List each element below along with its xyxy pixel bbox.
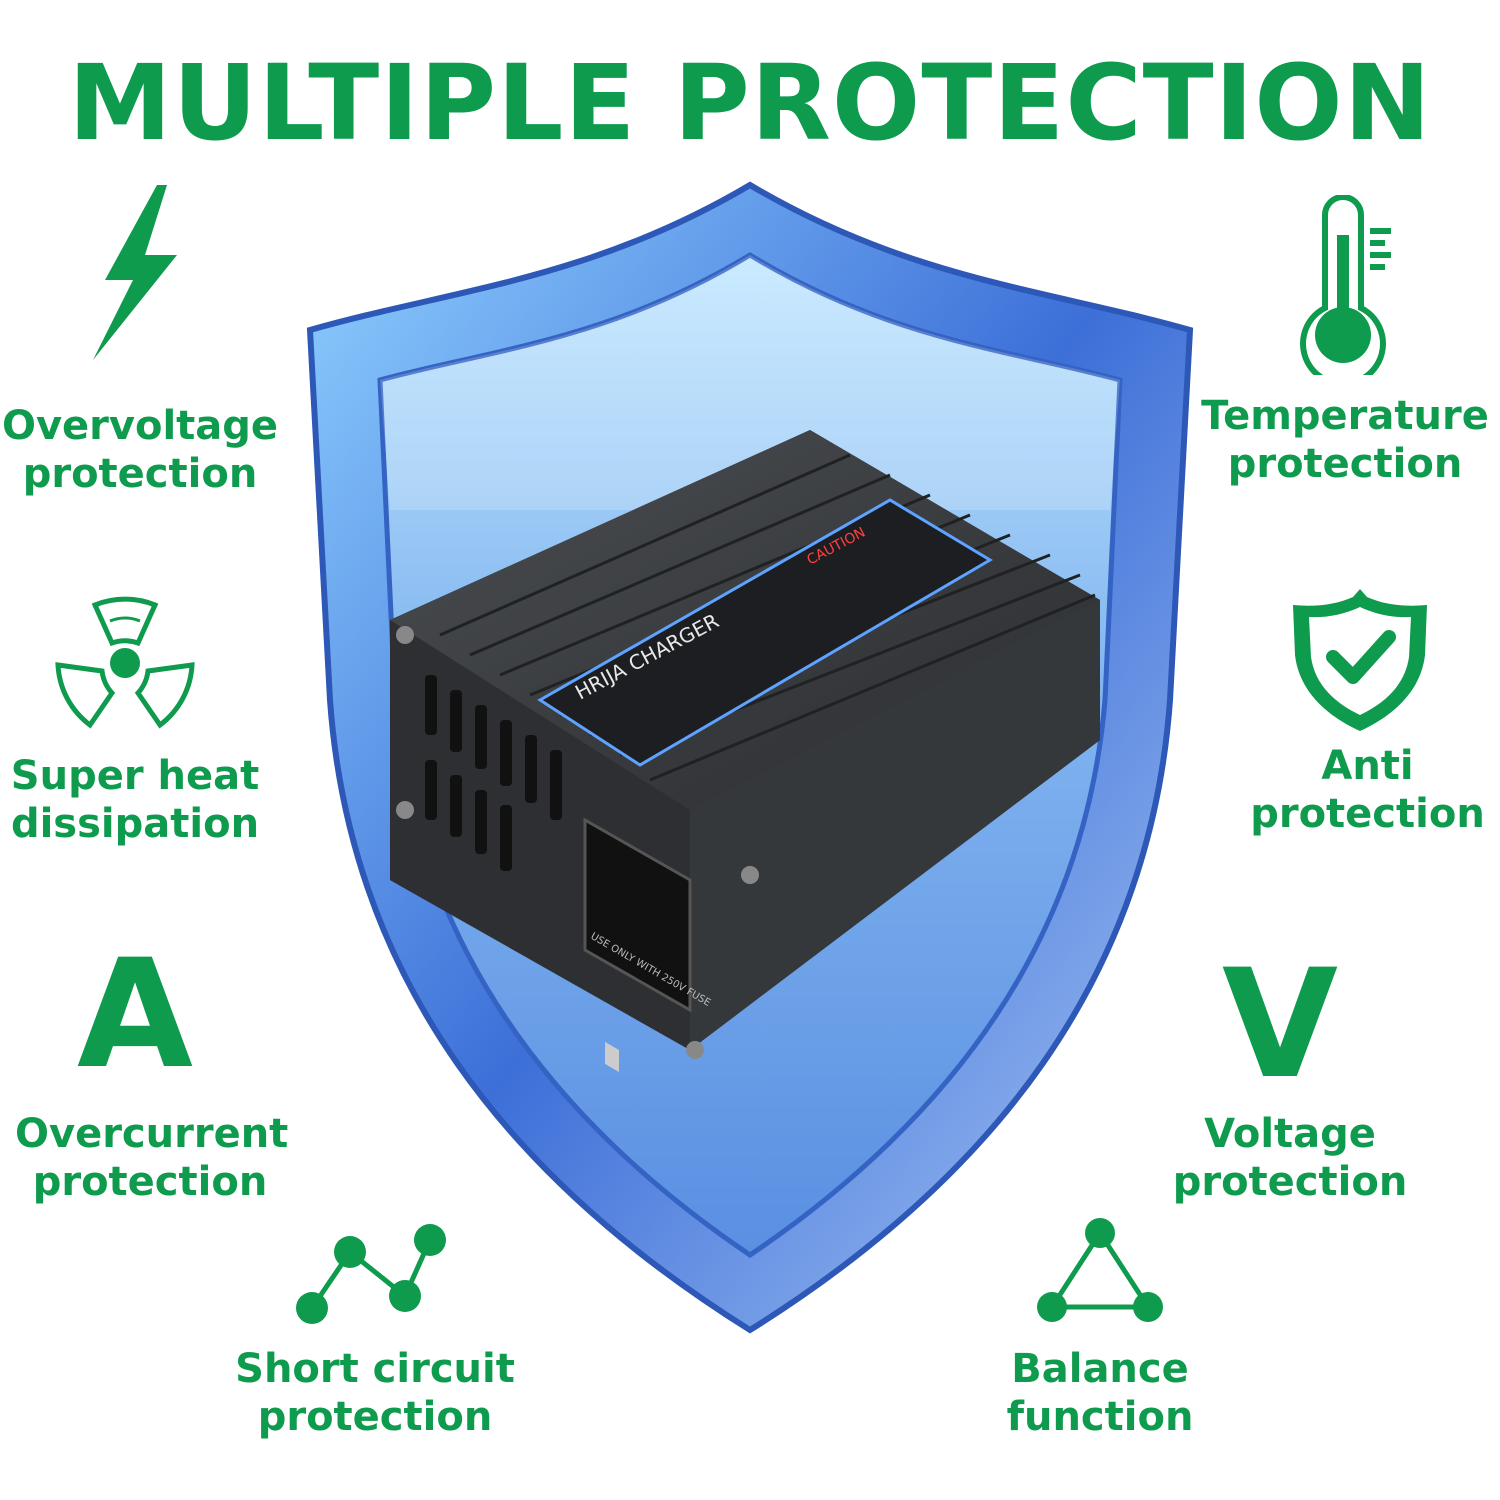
lightning-bolt-icon [93, 185, 177, 360]
triangle-nodes-icon [1037, 1218, 1163, 1322]
balance-function-label: Balance function [1006, 1346, 1194, 1440]
temperature-label: Temperature protection [1201, 393, 1489, 487]
volt-letter-icon: V [1221, 938, 1339, 1112]
overcurrent-label: Overcurrent protection [15, 1111, 289, 1205]
fan-icon [55, 596, 195, 729]
thermometer-icon [1300, 195, 1391, 375]
heat-dissipation-label: Super heat dissipation [10, 753, 260, 847]
page-title: MULTIPLE PROTECTION [68, 42, 1432, 164]
shield-illustration: HRIJA CHARGER CAUTION USE ONLY WITH 250V… [306, 181, 1194, 1334]
anti-protection-label: Anti protection [1250, 743, 1485, 837]
ampere-letter-icon: A [76, 928, 194, 1102]
voltage-label: Voltage protection [1172, 1111, 1408, 1205]
shield-check-icon [1293, 589, 1427, 731]
overvoltage-label: Overvoltage protection [1, 403, 279, 497]
short-circuit-label: Short circuit protection [235, 1346, 515, 1440]
charger-device: HRIJA CHARGER CAUTION USE ONLY WITH 250V… [390, 430, 1100, 1072]
circuit-nodes-icon [296, 1224, 446, 1324]
